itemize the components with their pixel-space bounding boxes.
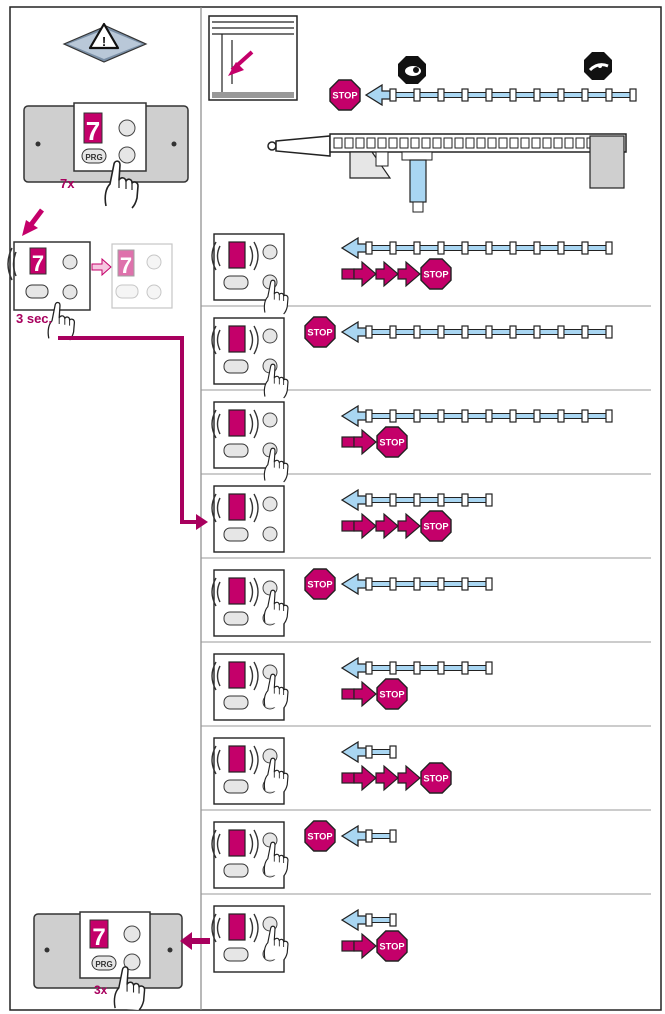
step-row-5: STOP	[211, 568, 493, 637]
press-count-label: 7x	[60, 176, 75, 191]
svg-text:7: 7	[92, 924, 105, 951]
svg-text:PRG: PRG	[95, 960, 112, 969]
control-panel-start: 7 PRG 7x	[23, 102, 189, 209]
step-row-2: STOP	[211, 316, 613, 399]
svg-text:STOP: STOP	[307, 832, 332, 842]
transition-arrow-icon	[91, 257, 112, 277]
garage-door-icon	[208, 15, 298, 101]
svg-text:STOP: STOP	[307, 580, 332, 590]
step-row-8: STOP	[211, 820, 397, 889]
warning-manual-icon: !	[62, 22, 148, 63]
remote-panel	[211, 569, 289, 637]
prg-button[interactable]	[81, 148, 107, 164]
open-travel-chain	[340, 236, 613, 260]
open-travel-chain	[340, 572, 493, 596]
svg-text:STOP: STOP	[379, 690, 404, 700]
remote-panel	[211, 653, 289, 721]
travel-chain-top: STOP	[329, 79, 637, 111]
svg-text:STOP: STOP	[423, 774, 448, 784]
stop-sign-icon: STOP	[304, 568, 336, 600]
stop-sign-icon: STOP	[376, 678, 408, 710]
flow-connector-arrow	[58, 336, 208, 530]
step-row-9: STOP	[211, 905, 408, 973]
slow-speed-snail-icon	[398, 56, 426, 84]
stop-sign-icon: STOP	[329, 79, 361, 111]
close-travel-arrows	[341, 428, 377, 456]
svg-text:PRG: PRG	[85, 153, 102, 162]
open-travel-chain	[340, 488, 493, 512]
stop-sign-icon: STOP	[304, 820, 336, 852]
stop-sign-icon: STOP	[420, 258, 452, 290]
remote-panel	[211, 905, 289, 973]
svg-text:STOP: STOP	[379, 438, 404, 448]
control-panel-hold: 7 3 sec.	[7, 241, 91, 341]
open-travel-chain	[340, 824, 397, 848]
outer-frame	[9, 6, 662, 1011]
close-travel-arrows	[341, 932, 377, 960]
open-travel-chain	[340, 740, 397, 764]
prg-button[interactable]	[25, 284, 49, 299]
svg-text:STOP: STOP	[423, 522, 448, 532]
pointer-arrow-icon	[22, 208, 44, 236]
svg-text:STOP: STOP	[423, 270, 448, 280]
remote-panel	[211, 485, 285, 553]
svg-text:STOP: STOP	[307, 328, 332, 338]
stop-sign-icon: STOP	[420, 510, 452, 542]
step-row-1: STOP	[211, 233, 613, 315]
open-travel-chain	[340, 656, 493, 680]
remote-panel	[211, 233, 289, 315]
remote-panel	[211, 317, 289, 399]
open-travel-chain	[364, 83, 637, 107]
step-rows: STOP STOP STOP STOP STOP STOP STOP STOP STOP	[211, 233, 613, 973]
close-travel-arrows	[341, 512, 421, 540]
step-row-7: STOP	[211, 737, 452, 805]
open-travel-chain	[340, 320, 613, 344]
remote-panel	[211, 401, 289, 483]
svg-text:STOP: STOP	[379, 942, 404, 952]
step-row-4: STOP	[211, 485, 493, 553]
svg-text:!: !	[102, 34, 106, 49]
step-row-3: STOP	[211, 401, 613, 483]
digit-display	[83, 112, 103, 144]
stop-sign-icon: STOP	[304, 316, 336, 348]
stop-sign-icon: STOP	[420, 762, 452, 794]
remote-panel	[211, 821, 289, 889]
stop-sign-icon: STOP	[376, 930, 408, 962]
opener-rail-icon	[267, 133, 627, 213]
step-row-6: STOP	[211, 653, 493, 721]
remote-panel	[211, 737, 289, 805]
svg-text:7: 7	[120, 253, 132, 278]
svg-text:7: 7	[32, 251, 44, 276]
digit-value: 7	[86, 116, 100, 146]
hold-time-label: 3 sec.	[16, 311, 52, 326]
svg-text:STOP: STOP	[332, 91, 357, 101]
close-travel-arrows	[341, 764, 421, 792]
final-press-count-label: 3x	[94, 983, 108, 997]
prg-button[interactable]	[91, 955, 117, 971]
control-panel-final: 7 PRG 3x	[33, 911, 210, 1011]
open-travel-chain	[340, 908, 397, 932]
close-travel-arrows	[341, 680, 377, 708]
control-panel-faded: 7	[111, 243, 173, 309]
stop-sign-icon: STOP	[376, 426, 408, 458]
fast-speed-rabbit-icon	[584, 52, 612, 80]
open-travel-chain	[340, 404, 613, 428]
close-travel-arrows	[341, 260, 421, 288]
